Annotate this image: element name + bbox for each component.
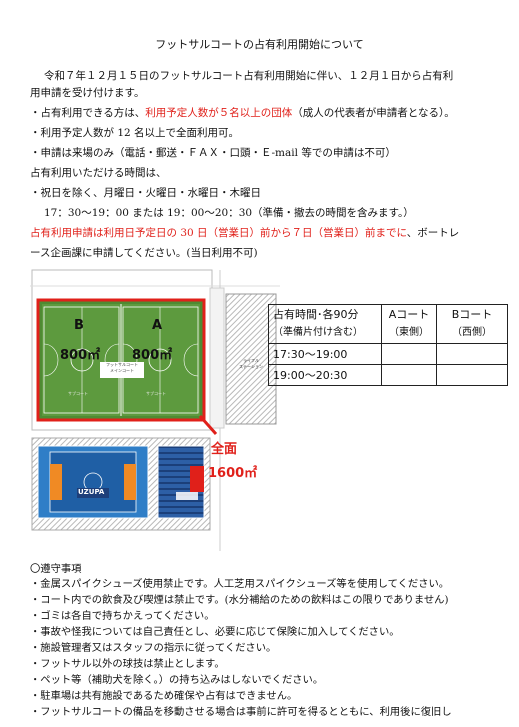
bullet-eligibility-highlight: 利用予定人数が５名以上の団体: [145, 107, 293, 119]
court-b-label: B: [74, 318, 84, 333]
intro-line-1: 令和７年１２月１５日のフットサルコート占有利用開始に伴い、１２月１日から占有利: [44, 70, 454, 82]
table-row: 19:00～20:30: [268, 364, 508, 386]
deadline-post: 、ボートレ: [406, 227, 460, 239]
sub-court-right: サブコート: [146, 391, 166, 396]
sub-court-left: サブコート: [68, 391, 88, 396]
table-cell-a: [381, 364, 437, 386]
court-a-area: 800㎡: [132, 348, 173, 363]
bullet-full-court: ・利用予定人数が 12 名以上で全面利用可。: [30, 127, 240, 139]
uzupa-logo: UZUPA: [78, 488, 105, 496]
court-a-label: A: [152, 318, 163, 333]
times-heading: 占有利用いただける時間は、: [30, 167, 167, 179]
table-cell-b: [436, 343, 508, 365]
list-item: ・金属スパイクシューズ使用禁止です。人工芝用スパイクシューズ等を使用してください…: [30, 578, 450, 590]
facility-map: B A 800㎡ 800㎡ フットサルコート メインコート サブコート サブコー…: [30, 266, 280, 556]
header-b-court-line-1: Bコート: [451, 308, 493, 321]
list-item: ・フットサルコートの備品を移動させる場合は事前に許可を得るとともに、利用後に復旧…: [30, 706, 452, 718]
deadline-highlight: 占有利用申請は利用日予定日の 30 日（営業日）前から７日（営業日）前までに: [30, 227, 407, 239]
header-time: 占有時間･各90分 （準備片付け含む）: [268, 304, 382, 344]
table-cell-time: 19:00～20:30: [268, 364, 382, 386]
list-item: ・ペット等（補助犬を除く。）の持ち込みはしないでください。: [30, 674, 324, 686]
page-title: フットサルコートの占有利用開始について: [155, 38, 364, 51]
list-item: ・施設管理者又はスタッフの指示に従ってください。: [30, 642, 277, 654]
deadline-line-1: 占有利用申請は利用日予定日の 30 日（営業日）前から７日（営業日）前までに、ボ…: [30, 226, 459, 240]
bullet-eligibility-pre: ・占有利用できる方は、: [30, 107, 146, 119]
schedule-table: 占有時間･各90分 （準備片付け含む） Aコート （東側） Bコート （西側） …: [268, 304, 508, 386]
list-item: ・コート内での飲食及び喫煙は禁止です。(水分補給のための飲料はこの限りでありませ…: [30, 594, 449, 606]
bullet-application-method: ・申請は来場のみ（電話・郵送・ＦＡＸ・口頭・Ｅ-mail 等での申請は不可）: [30, 147, 396, 159]
intro-line-2: 用申請を受け付けます。: [30, 87, 145, 99]
table-cell-a: [381, 343, 437, 365]
list-item: ・事故や怪我については自己責任とし、必要に応じて保険に加入してください。: [30, 626, 400, 638]
header-time-line-2: （準備片付け含む）: [273, 327, 363, 338]
header-time-line-1: 占有時間･各90分: [273, 308, 359, 321]
main-court-sign: フットサルコート メインコート: [106, 362, 138, 373]
court-b-area: 800㎡: [60, 348, 101, 363]
header-b-court: Bコート （西側）: [436, 304, 508, 344]
header-b-court-line-2: （西側）: [452, 327, 492, 338]
header-a-court-line-1: Aコート: [388, 308, 430, 321]
list-item: ・フットサル以外の球技は禁止とします。: [30, 658, 225, 670]
rifle-station-label: ライフル ステーション: [239, 358, 263, 369]
deadline-line-2: ース企画課に申請してください。(当日利用不可): [30, 247, 258, 259]
times-days: ・祝日を除く、月曜日・火曜日・水曜日・木曜日: [30, 187, 261, 199]
list-item: ・駐車場は共有施設であるため確保や占有はできません。: [30, 690, 298, 702]
full-court-label: 全面: [211, 442, 238, 457]
table-header-row: 占有時間･各90分 （準備片付け含む） Aコート （東側） Bコート （西側）: [268, 304, 508, 344]
bullet-eligibility-post: （成人の代表者が申請者となる）。: [292, 107, 455, 119]
table-cell-time: 17:30～19:00: [268, 343, 382, 365]
facility-map-drawing: [30, 266, 280, 556]
full-court-area: 1600㎡: [208, 466, 258, 481]
table-row: 17:30～19:00: [268, 343, 508, 365]
header-a-court-line-2: （東側）: [389, 327, 429, 338]
list-item: ・ゴミは各自で持ちかえってください。: [30, 610, 215, 622]
table-cell-b: [436, 364, 508, 386]
rules-heading: 〇遵守事項: [30, 563, 82, 575]
bullet-eligibility: ・占有利用できる方は、利用予定人数が５名以上の団体（成人の代表者が申請者となる）…: [30, 106, 455, 120]
header-a-court: Aコート （東側）: [381, 304, 437, 344]
times-slots: 17：30～19：00 または 19：00～20：30（準備・撤去の時間を含みま…: [44, 207, 414, 219]
